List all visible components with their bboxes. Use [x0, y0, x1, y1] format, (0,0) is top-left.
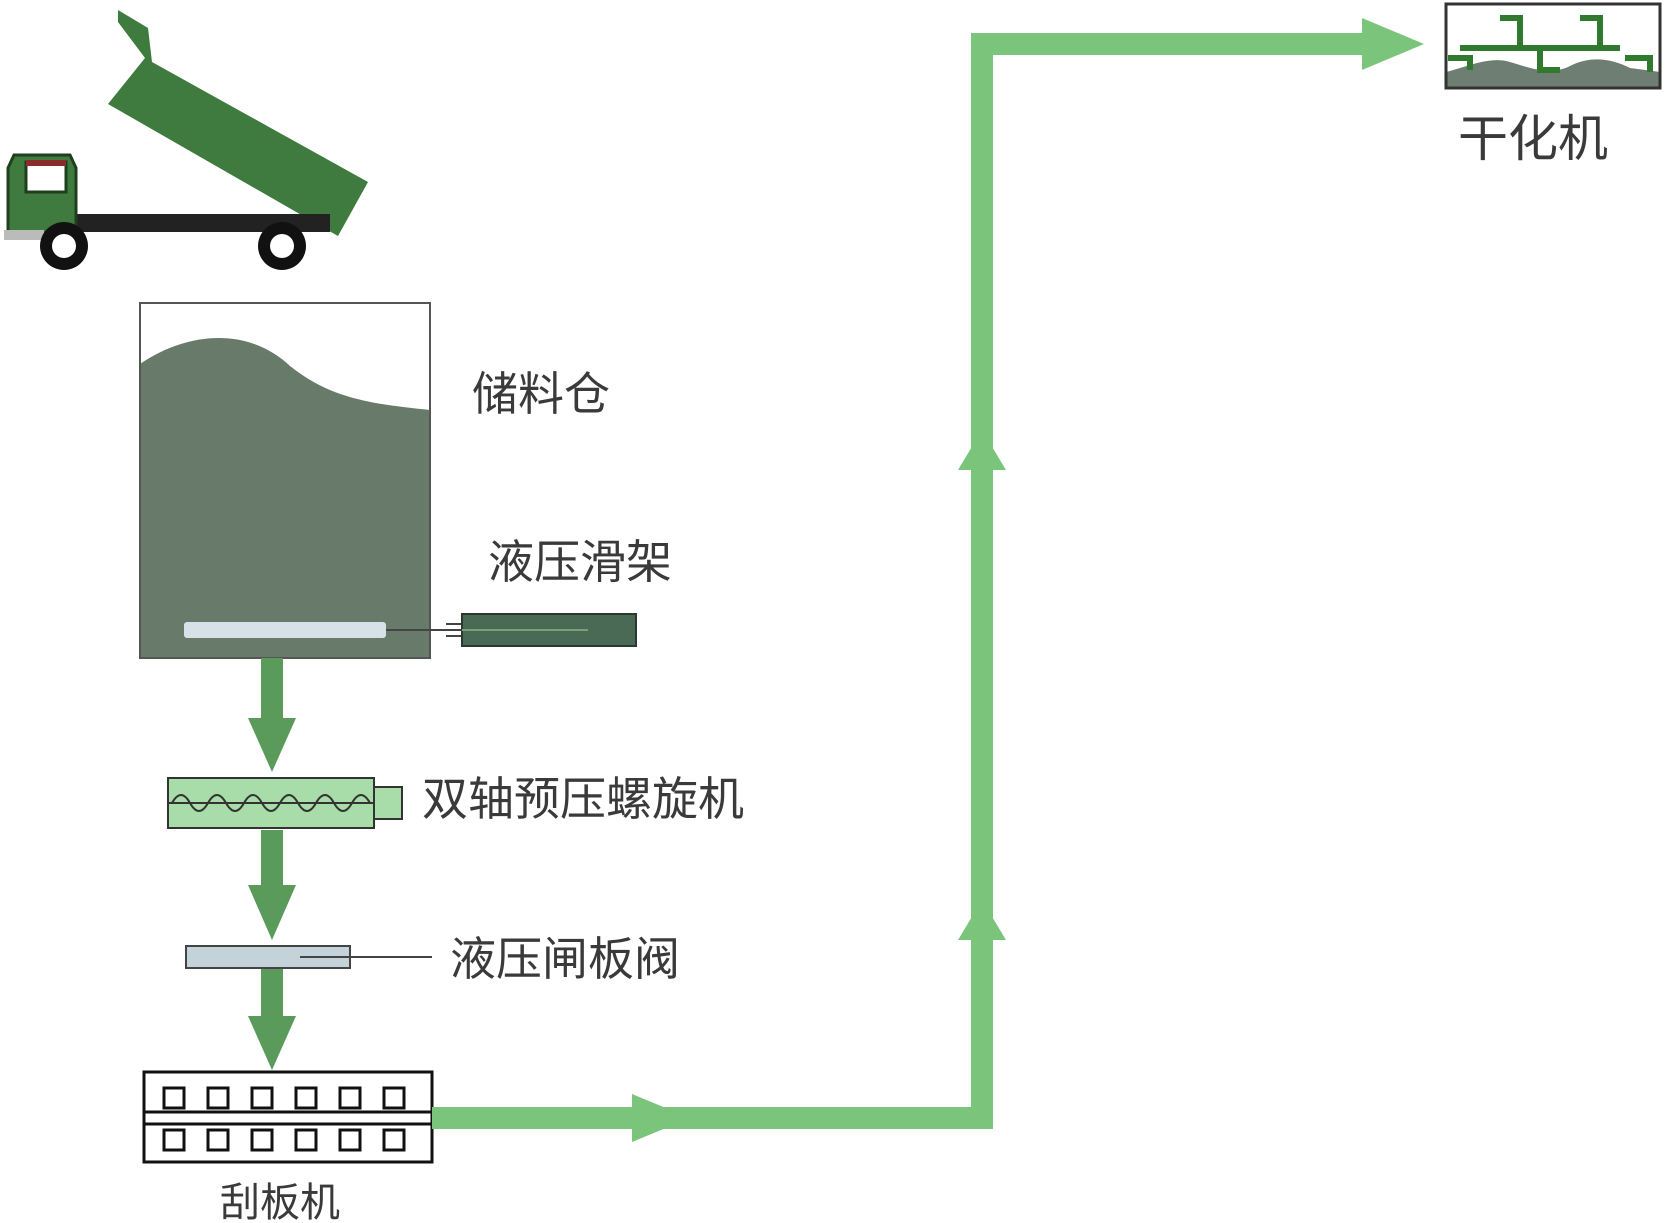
- scraper-label: 刮板机: [220, 1180, 340, 1223]
- flow-path-to-dryer: [432, 18, 1424, 1142]
- dump-truck-icon: [4, 10, 368, 270]
- scraper-conveyor: [142, 1070, 434, 1164]
- flow-arrows-down: [248, 658, 296, 1070]
- hydraulic-slide-label: 液压滑架: [488, 535, 672, 589]
- storage-bin: [139, 302, 431, 659]
- hydraulic-slide: [184, 613, 637, 647]
- hydraulic-gate-valve: [185, 945, 432, 969]
- storage-bin-label: 储料仓: [472, 367, 610, 421]
- dryer-icon: [1444, 2, 1662, 90]
- dryer-label: 干化机: [1458, 110, 1608, 168]
- twin-screw-machine: [167, 777, 403, 829]
- gate-valve-label: 液压闸板阀: [450, 932, 680, 986]
- twin-screw-label: 双轴预压螺旋机: [422, 772, 744, 826]
